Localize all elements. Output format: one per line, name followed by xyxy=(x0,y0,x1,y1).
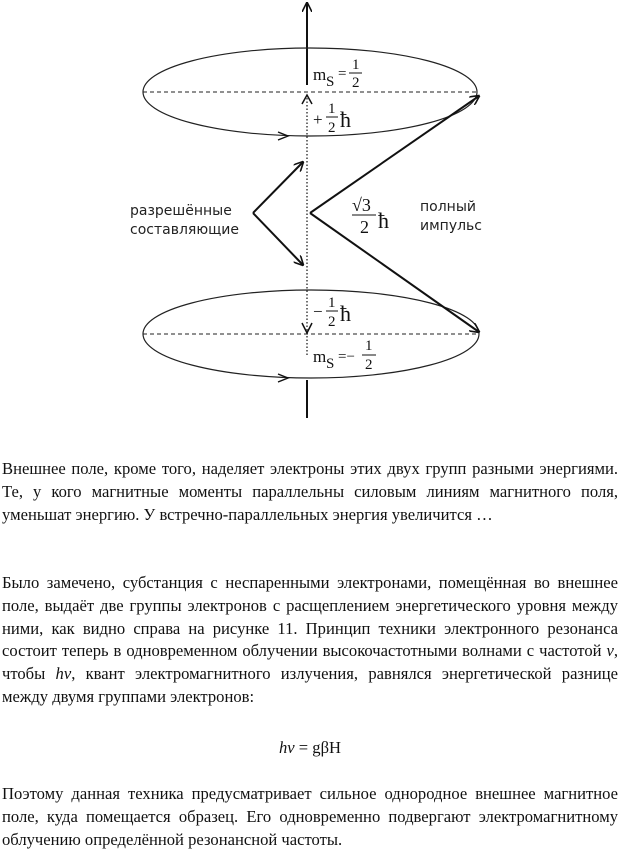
hbar-total: ħ xyxy=(378,208,389,233)
hbar-upper: ħ xyxy=(340,107,351,132)
allowed-vector-up xyxy=(252,162,303,214)
up-component-arrowhead-icon xyxy=(301,93,313,105)
minus-half-denominator: 2 xyxy=(328,314,336,330)
ms-bottom-equals: =− xyxy=(338,349,355,365)
formula-lhs: hv xyxy=(278,738,295,757)
total-momentum-vector-up xyxy=(309,96,479,214)
total-momentum-label-line1: полный xyxy=(420,199,476,215)
sqrt3-numerator: √3 xyxy=(352,195,371,215)
plus-half-sign: + xyxy=(313,110,323,129)
paragraph2-part-b: , чтобы xyxy=(2,641,618,684)
paragraph-technique: Поэтому данная техника предусматривает с… xyxy=(2,784,618,849)
ms-top-denominator: 2 xyxy=(352,75,360,91)
formula-rhs: = gβH xyxy=(294,738,342,757)
sqrt3-denominator: 2 xyxy=(360,217,369,237)
ms-top-label: m xyxy=(313,65,326,84)
paragraph-resonance-principle: Было замечено, субстанция с неспаренными… xyxy=(2,572,618,709)
ms-top-equals: = xyxy=(338,66,346,82)
paragraph2-part-a: Было замечено, субстанция с неспаренными… xyxy=(2,573,618,661)
ms-bottom-subscript: S xyxy=(326,356,334,372)
ms-bottom-numerator: 1 xyxy=(365,338,373,354)
minus-half-numerator: 1 xyxy=(328,295,336,311)
plus-half-denominator: 2 xyxy=(328,120,336,136)
paragraph2-part-c: , квант электромагнитного излучения, рав… xyxy=(2,664,618,706)
plus-half-numerator: 1 xyxy=(328,101,336,117)
down-component-arrowhead-icon xyxy=(301,322,313,335)
upper-rotation-arrow-icon xyxy=(277,131,290,141)
ms-top-numerator: 1 xyxy=(352,57,360,73)
ms-bottom-denominator: 2 xyxy=(365,357,373,373)
paragraph-energy-split: Внешнее поле, кроме того, наделяет элект… xyxy=(2,459,618,524)
minus-half-sign: − xyxy=(313,302,323,321)
ms-bottom-label: m xyxy=(313,347,326,366)
hbar-lower: ħ xyxy=(340,301,351,326)
total-momentum-label-line2: импульс xyxy=(420,218,482,234)
ms-top-subscript: S xyxy=(326,74,334,90)
allowed-components-label-line1: разрешённые xyxy=(130,203,232,219)
total-momentum-vector-down xyxy=(309,212,479,332)
spin-diagram: m S = 1 2 + 1 2 ħ − 1 2 ħ m S =− 1 2 √3 … xyxy=(130,0,482,418)
allowed-vector-down xyxy=(252,212,303,265)
hv-symbol: hv xyxy=(55,664,72,684)
nu-symbol: v xyxy=(606,641,614,661)
allowed-components-label-line2: составляющие xyxy=(130,222,239,238)
resonance-formula: hv = gβH xyxy=(0,738,620,758)
lower-rotation-arrow-icon xyxy=(277,373,290,383)
